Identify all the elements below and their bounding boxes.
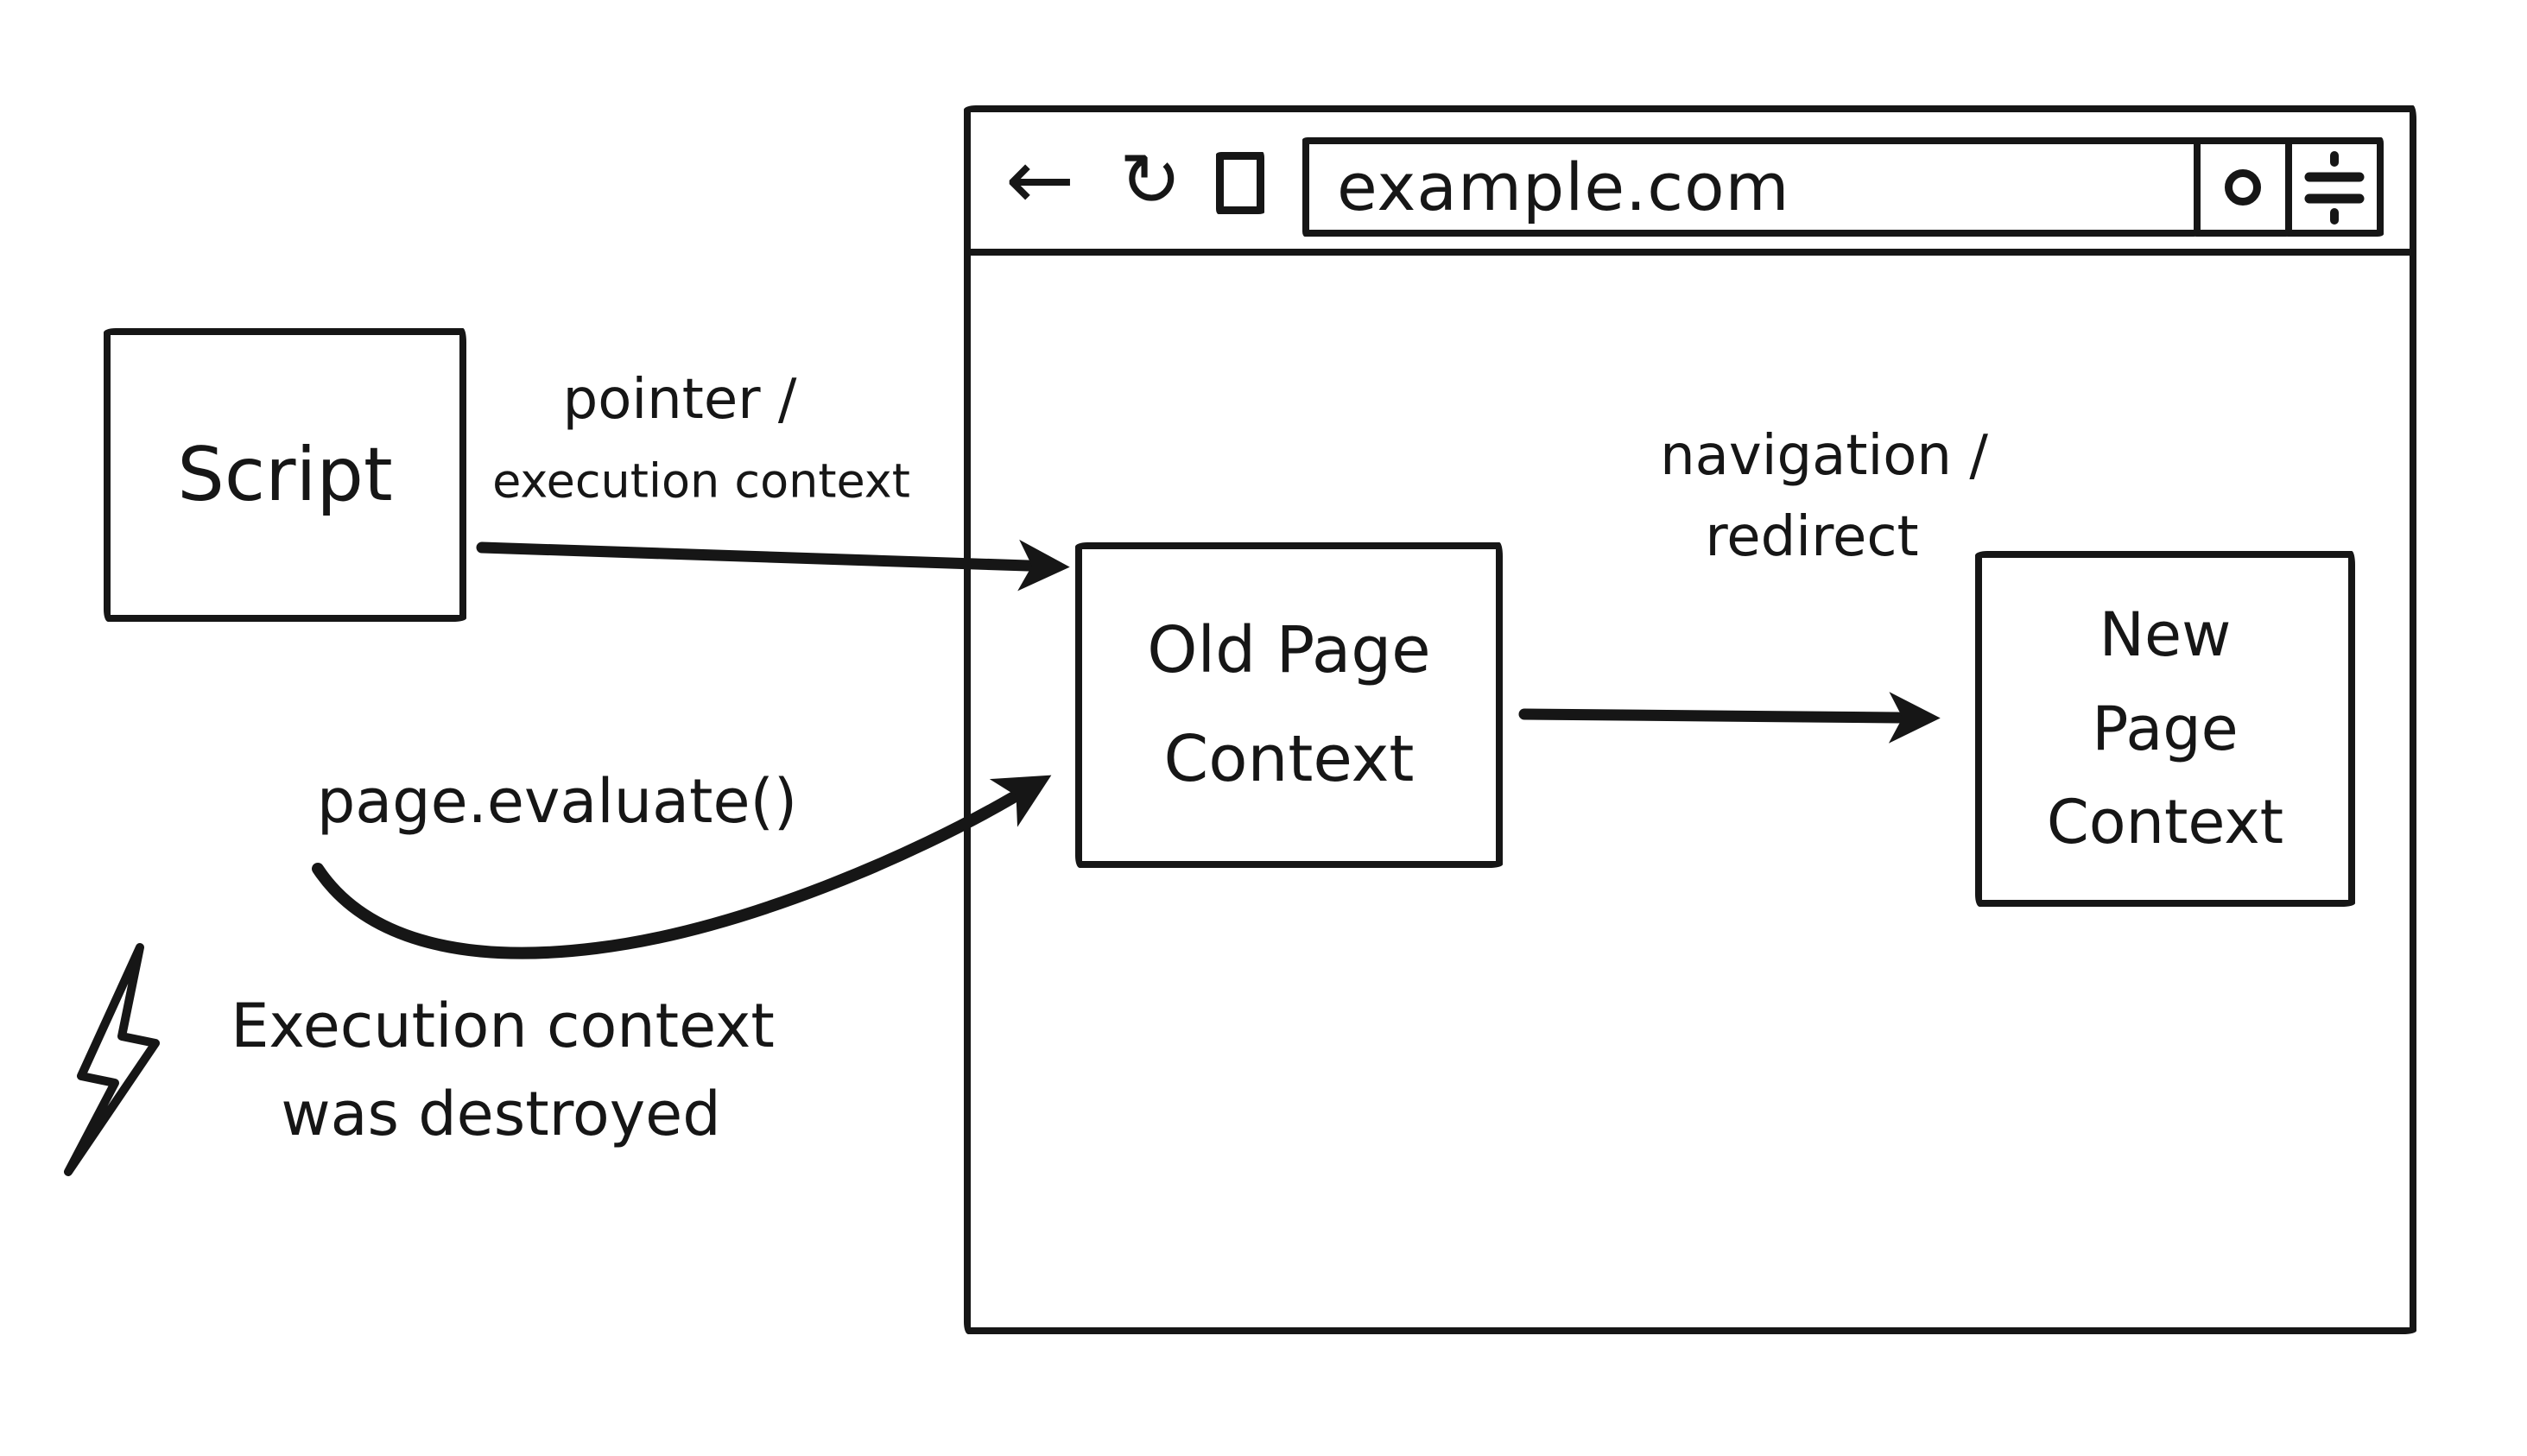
new-page-context-node: New Page Context (1975, 551, 2355, 907)
browser-toolbar: ← ↻ example.com (971, 112, 2410, 256)
script-node-label: Script (177, 432, 393, 518)
stop-square-icon[interactable] (1216, 152, 1264, 214)
pointer-arrow (476, 539, 1070, 592)
old-page-label-line1: Old Page (1147, 612, 1431, 687)
old-page-label-line2: Context (1163, 721, 1415, 796)
destroyed-note-line2: was destroyed (281, 1079, 721, 1149)
new-page-label-line1: New (2099, 599, 2232, 671)
new-page-label-line2: Page (2092, 693, 2239, 764)
new-page-label-line3: Context (2046, 787, 2284, 858)
lightning-bolt-icon (64, 943, 160, 1176)
navigation-arrow-label-line2: redirect (1705, 505, 1919, 569)
page-evaluate-label: page.evaluate() (316, 766, 798, 837)
address-bar[interactable]: example.com (1302, 137, 2201, 237)
navigation-arrow-label-line1: navigation / (1660, 424, 1988, 488)
pointer-arrow-label-line1: pointer / (562, 368, 797, 432)
address-url: example.com (1337, 149, 1790, 225)
menu-button[interactable] (2285, 137, 2384, 237)
script-node: Script (104, 328, 466, 622)
reload-icon[interactable]: ↻ (1119, 137, 1182, 224)
destroyed-note-line1: Execution context (231, 991, 775, 1061)
old-page-context-node: Old Page Context (1075, 542, 1503, 868)
loader-circle-icon (2225, 168, 2261, 206)
pointer-arrow-label-line2: execution context (492, 453, 910, 509)
loader-button[interactable] (2194, 137, 2292, 237)
back-icon[interactable]: ← (1005, 131, 1075, 228)
menu-bars-icon (2304, 150, 2365, 225)
